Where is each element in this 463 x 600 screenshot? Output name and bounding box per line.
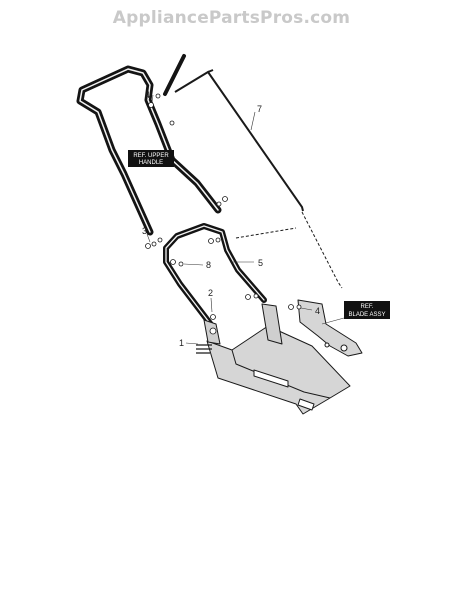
ref-label-upper-handle: REF. UPPER HANDLE xyxy=(128,150,174,167)
washer xyxy=(178,261,184,267)
bolt-part-4 xyxy=(288,304,294,310)
bolt-part-1 xyxy=(196,344,212,354)
ref-upper-handle-line2: HANDLE xyxy=(139,160,163,166)
washer xyxy=(216,201,222,207)
callout-part-1: 1 xyxy=(179,338,184,348)
washer xyxy=(169,120,175,126)
washer xyxy=(155,93,161,99)
callout-part-8: 8 xyxy=(206,260,211,270)
ref-upper-handle-line1: REF. UPPER xyxy=(133,153,169,159)
bolt-part-3 xyxy=(145,243,151,249)
lower-handle xyxy=(163,223,267,329)
handle-mount-bracket xyxy=(203,299,363,415)
nut xyxy=(209,327,217,335)
nut xyxy=(222,196,228,202)
washer xyxy=(296,304,302,310)
callout-part-4-lower: 4 xyxy=(315,306,320,316)
hardware xyxy=(145,93,302,354)
leader-lines xyxy=(146,94,345,345)
washer xyxy=(215,237,221,243)
callout-part-2: 2 xyxy=(208,288,213,298)
bolt-part-4-upper xyxy=(148,102,154,108)
nut xyxy=(245,294,251,300)
site-watermark: AppliancePartsPros.com xyxy=(112,8,351,28)
callout-part-4-upper: 4 xyxy=(145,90,150,100)
ref-blade-assy-line1: REF. xyxy=(360,304,373,310)
control-cable xyxy=(174,69,343,289)
callout-part-5: 5 xyxy=(258,258,263,268)
washer xyxy=(157,237,163,243)
upper-handle xyxy=(76,54,222,236)
callout-part-3: 3 xyxy=(142,226,147,236)
washer xyxy=(208,238,214,244)
washer xyxy=(210,314,216,320)
ref-label-blade-assy: REF. BLADE ASSY xyxy=(344,301,390,319)
washer xyxy=(151,241,157,247)
washer xyxy=(253,293,259,299)
ref-blade-assy-line2: BLADE ASSY xyxy=(348,312,385,318)
washer xyxy=(170,259,176,265)
callout-part-7: 7 xyxy=(257,104,262,114)
